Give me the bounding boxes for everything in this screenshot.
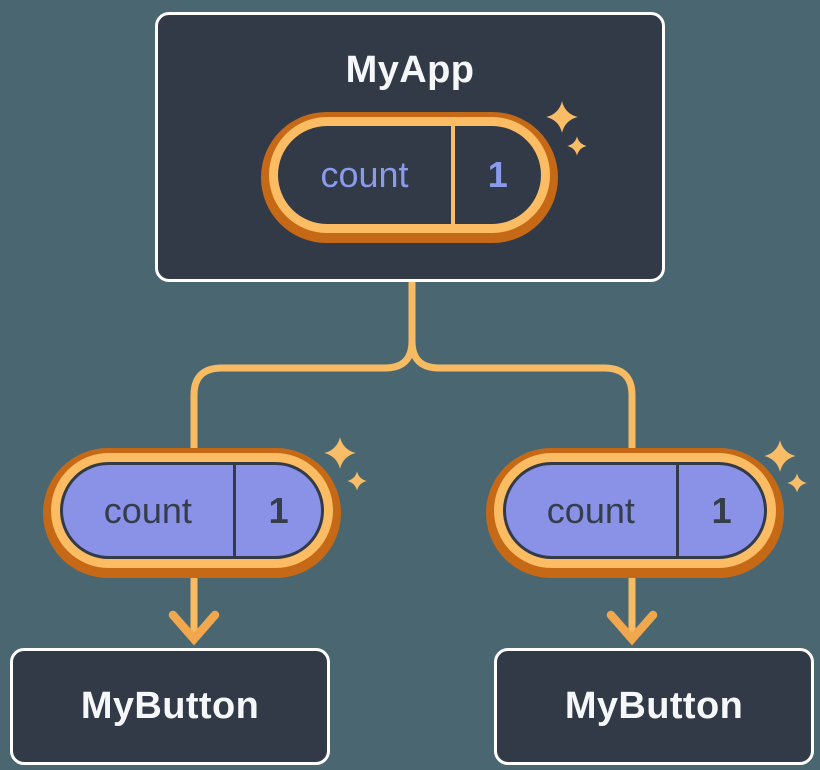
pill-body: count 1 [278, 126, 541, 224]
pill-divider [232, 465, 237, 556]
state-key: count [546, 489, 635, 531]
pill-ring: count 1 [51, 453, 333, 568]
connector-right-branch [408, 337, 636, 638]
sparkle-icon [764, 440, 796, 472]
sparkle-icon [546, 101, 578, 133]
state-key: count [103, 489, 192, 531]
sparkle-icon [567, 136, 587, 156]
state-key: count [320, 154, 409, 195]
state-pill-root: count 1 [261, 112, 558, 243]
pill-body: count 1 [60, 462, 324, 559]
pill-divider [451, 126, 455, 224]
sparkle-icon [324, 437, 356, 469]
node-mybutton-card-right: MyButton [494, 648, 814, 765]
pill-ring: count 1 [269, 117, 550, 233]
sparkle-icon [787, 473, 807, 493]
arrow-down-icon [168, 610, 220, 646]
state-value: 1 [487, 154, 508, 195]
arrow-down-icon [606, 610, 658, 646]
node-label: MyButton [564, 685, 744, 727]
sparkle-icon [347, 471, 367, 491]
state-pill-child-left: count 1 [43, 448, 341, 578]
pill-body: count 1 [503, 462, 767, 559]
node-label: MyApp [345, 49, 475, 91]
state-pill-child-right: count 1 [486, 448, 784, 578]
node-mybutton-card-left: MyButton [10, 648, 330, 765]
state-value: 1 [711, 489, 732, 531]
state-value: 1 [268, 489, 289, 531]
node-label: MyButton [80, 685, 260, 727]
pill-divider [675, 465, 680, 556]
pill-ring: count 1 [494, 453, 776, 568]
